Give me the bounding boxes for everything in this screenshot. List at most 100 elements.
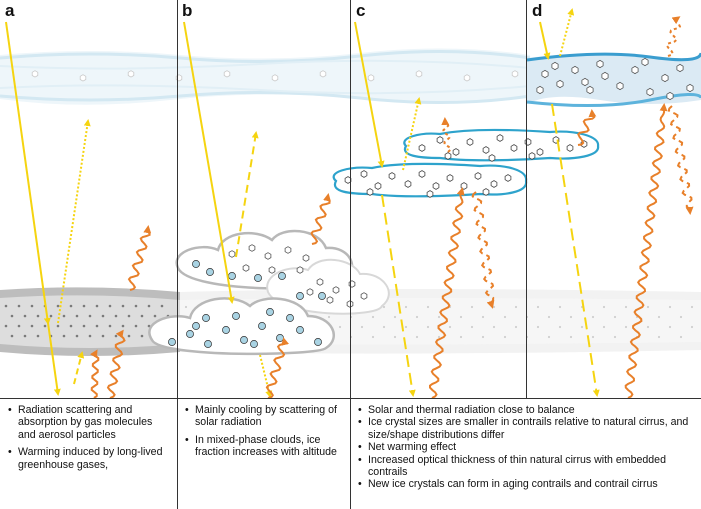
thermal-radiation-arrow [577,109,597,146]
aerosol-particle [10,314,14,318]
thick-cirrus-band [526,52,701,108]
aerosol-particle [114,314,118,318]
aerosol-particle [23,314,27,318]
ice-crystal-icon [536,85,544,95]
ice-crystal-icon [426,190,434,198]
aerosol-particle [415,335,419,339]
ice-crystal-icon [524,138,532,146]
aerosol-particle [69,304,73,308]
aerosol-particle [147,304,151,308]
thermal-radiation-arrow [310,193,331,245]
aerosol-particle [459,335,463,339]
droplet-icon [228,272,236,280]
aerosol-particle [95,304,99,308]
panel-d-label: d [532,1,543,20]
aerosol-particle [69,324,73,328]
ice-crystal-icon [242,264,250,272]
ice-crystal-icon [463,74,471,82]
droplet-icon [192,260,200,268]
droplet-icon [278,272,286,280]
ice-crystal-icon [566,144,574,152]
ice-crystal-icon [332,286,340,294]
aerosol-particle [140,314,144,318]
aerosol-particle [558,305,562,309]
droplet-icon [314,338,322,346]
ice-crystal-icon [528,152,536,160]
aerosol-particle [646,305,650,309]
ice-crystal-icon [228,250,236,258]
aerosol-particle [503,315,507,319]
aerosol-particle [404,305,408,309]
ice-crystal-icon [248,244,256,252]
ice-crystal-icon [404,180,412,188]
aerosol-particle [371,335,375,339]
ice-crystal-icon [223,70,231,78]
panel-a-caption: Radiation scattering and absorption by g… [7,404,171,476]
aerosol-particle [147,324,151,328]
ice-crystal-icon [446,174,454,182]
aerosol-particle [114,334,118,338]
aerosol-particle [657,335,661,339]
ice-crystal-icon [661,73,669,83]
aerosol-particle [437,335,441,339]
ice-crystal-icon [641,57,649,67]
ice-crystal-icon [268,266,276,274]
aerosol-particle [82,324,86,328]
ice-crystal-icon [504,174,512,182]
aerosol-particle [121,324,125,328]
aerosol-particle [62,314,66,318]
aerosol-particle [382,305,386,309]
aerosol-particle [153,314,157,318]
ice-crystal-icon [496,134,504,142]
aerosol-particle [569,335,573,339]
aerosol-particle [338,325,342,329]
droplet-icon [186,330,194,338]
thermal-radiation-arrow [127,225,152,291]
aerosol-particle [56,324,60,328]
aerosol-particle [668,305,672,309]
aerosol-particle [140,334,144,338]
ice-crystal-icon [319,70,327,78]
ice-crystal-icon [571,65,579,75]
ice-crystal-icon [444,152,452,160]
ice-crystal-icon [79,74,87,82]
aerosol-particle [569,315,573,319]
ice-crystal-icon [676,63,684,73]
aerosol-particle [121,304,125,308]
thermal-radiation-arrow [665,16,682,57]
aerosol-particle [160,304,164,308]
ice-crystal-icon [482,188,490,196]
ice-crystal-icon [536,148,544,156]
aerosol-particle [426,325,430,329]
aerosol-particle [17,304,21,308]
caption-bullet: Increased optical thickness of thin natu… [357,454,699,479]
ice-crystal-icon [556,79,564,89]
panel-c-caption: Solar and thermal radiation close to bal… [357,404,699,491]
thermal-radiation-arrow [429,187,465,399]
panel-b-label: b [182,1,193,20]
droplet-icon [296,326,304,334]
aerosol-particle [690,305,694,309]
aerosol-particle [679,315,683,319]
ice-crystal-icon [367,74,375,82]
aerosol-particle [514,325,518,329]
droplet-icon [202,314,210,322]
aerosol-particle [360,325,364,329]
aerosol-particle [514,305,518,309]
thermal-radiation-arrow [471,191,495,309]
ice-crystal-icon [488,154,496,162]
aerosol-particle [327,315,331,319]
ice-crystal-icon [360,170,368,178]
thick-cirrus-crystals [536,57,694,101]
ice-crystal-icon [374,182,382,190]
ice-crystal-icon [296,266,304,274]
droplet-icon [206,268,214,276]
aerosol-particle [492,305,496,309]
aerosol-particle [101,314,105,318]
droplet-icon [222,326,230,334]
ice-crystal-icon [306,288,314,296]
ice-crystal-icon [264,252,272,260]
ice-crystal-icon [596,59,604,69]
aerosol-particle [108,304,112,308]
